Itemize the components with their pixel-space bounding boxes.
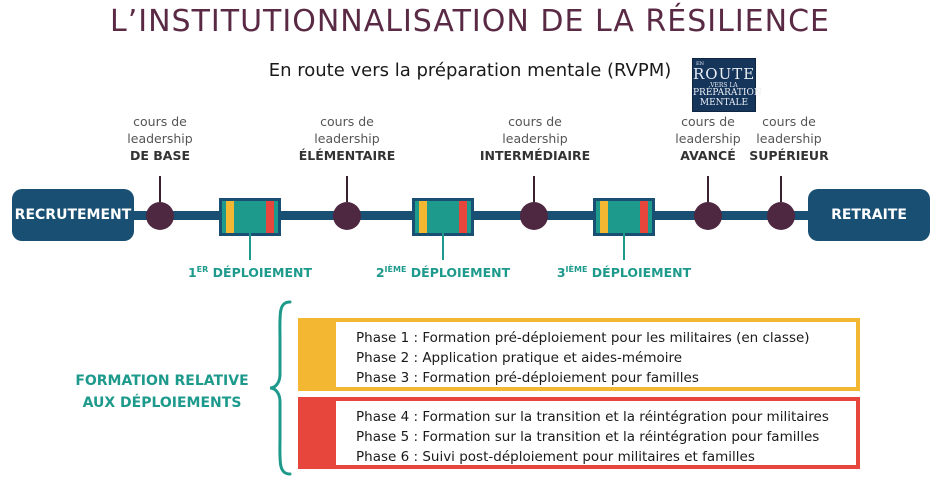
phase-1: Phase 1 : Formation pré-déploiement pour… (356, 330, 810, 346)
deployment-text: DÉPLOIEMENT (208, 265, 313, 281)
course-node (694, 202, 722, 230)
deployment-stem (442, 233, 444, 260)
deployment-text: DÉPLOIEMENT (406, 265, 511, 281)
deployment-number: 3 (556, 265, 566, 281)
deployment-number: 1 (187, 265, 197, 281)
deployment-stem (623, 233, 625, 260)
course-label-line: leadership (502, 131, 568, 146)
phase-3: Phase 3 : Formation pré-déploiement pour… (356, 370, 699, 386)
recruitment-box: RECRUTEMENT (12, 189, 134, 241)
logo-text: ROUTE (693, 65, 756, 83)
course-node (767, 202, 795, 230)
phases-box: Phase 1 : Formation pré-déploiement pour… (336, 318, 860, 391)
node-stem (707, 176, 709, 202)
course-level: ÉLÉMENTAIRE (298, 148, 396, 163)
deployment-ordinal: ER (196, 265, 209, 274)
course-label-base: cours de leadership DE BASE (100, 113, 220, 164)
course-node (333, 202, 361, 230)
page-title: L’INSTITUTIONNALISATION DE LA RÉSILIENCE (110, 4, 830, 39)
logo-text: PRÉPARATION (693, 88, 762, 98)
course-label-line: leadership (314, 131, 380, 146)
course-label-avance: cours de leadership AVANCÉ (668, 113, 748, 164)
course-label-line: cours de (508, 114, 562, 129)
deployment-block (593, 198, 655, 236)
logo-text: VERS LA (710, 82, 738, 89)
course-label-line: cours de (681, 114, 735, 129)
course-label-line: leadership (756, 131, 822, 146)
node-stem (533, 176, 535, 202)
pre-deployment-phases-panel: Phase 1 : Formation pré-déploiement pour… (298, 318, 860, 391)
deployment-label-2: 2IÈME DÉPLOIEMENT (363, 265, 523, 280)
curly-brace-icon (269, 300, 292, 476)
red-bar (298, 397, 336, 469)
post-deployment-marker (459, 201, 467, 233)
phase-2: Phase 2 : Application pratique et aides-… (356, 350, 683, 366)
phase-5: Phase 5 : Formation sur la transition et… (356, 429, 820, 445)
phase-6: Phase 6 : Suivi post-déploiement pour mi… (356, 449, 755, 465)
course-node (520, 202, 548, 230)
course-label-line: cours de (320, 114, 374, 129)
course-level: SUPÉRIEUR (749, 148, 829, 163)
node-stem (159, 176, 161, 202)
post-deployment-marker (266, 201, 274, 233)
course-level: INTERMÉDIAIRE (479, 148, 591, 163)
course-node (146, 202, 174, 230)
formation-line: AUX DÉPLOIEMENTS (82, 395, 242, 411)
logo-text: EN (696, 61, 705, 67)
node-stem (780, 176, 782, 202)
deployment-ordinal: IÈME (565, 265, 588, 274)
rvpm-logo: EN ROUTE VERS LA PRÉPARATION MENTALE (692, 58, 762, 112)
course-label-line: leadership (127, 131, 193, 146)
deployment-ordinal: IÈME (384, 265, 407, 274)
yellow-bar (298, 318, 336, 391)
course-label-superieur: cours de leadership SUPÉRIEUR (744, 113, 834, 164)
formation-label: FORMATION RELATIVE AUX DÉPLOIEMENTS (62, 370, 262, 414)
course-level: DE BASE (129, 148, 190, 163)
deployment-block (219, 198, 281, 236)
node-stem (346, 176, 348, 202)
course-label-intermediaire: cours de leadership INTERMÉDIAIRE (465, 113, 605, 164)
deployment-label-3: 3IÈME DÉPLOIEMENT (544, 265, 704, 280)
logo-text: MENTALE (699, 98, 749, 108)
deployment-text: DÉPLOIEMENT (587, 265, 692, 281)
course-label-line: cours de (133, 114, 187, 129)
post-deployment-phases-panel: Phase 4 : Formation sur la transition et… (298, 397, 860, 469)
deployment-label-1: 1ER DÉPLOIEMENT (170, 265, 330, 280)
pre-deployment-marker (600, 201, 608, 233)
deployment-block (412, 198, 474, 236)
course-level: AVANCÉ (680, 148, 736, 163)
course-label-elementaire: cours de leadership ÉLÉMENTAIRE (282, 113, 412, 164)
post-deployment-marker (640, 201, 648, 233)
retirement-box: RETRAITE (808, 189, 930, 241)
deployment-stem (249, 233, 251, 260)
pre-deployment-marker (226, 201, 234, 233)
phases-box: Phase 4 : Formation sur la transition et… (336, 397, 860, 469)
course-label-line: leadership (675, 131, 741, 146)
formation-line: FORMATION RELATIVE (75, 373, 249, 389)
page-subtitle: En route vers la préparation mentale (RV… (268, 60, 672, 81)
pre-deployment-marker (419, 201, 427, 233)
phase-4: Phase 4 : Formation sur la transition et… (356, 409, 829, 425)
course-label-line: cours de (762, 114, 816, 129)
deployment-number: 2 (375, 265, 385, 281)
